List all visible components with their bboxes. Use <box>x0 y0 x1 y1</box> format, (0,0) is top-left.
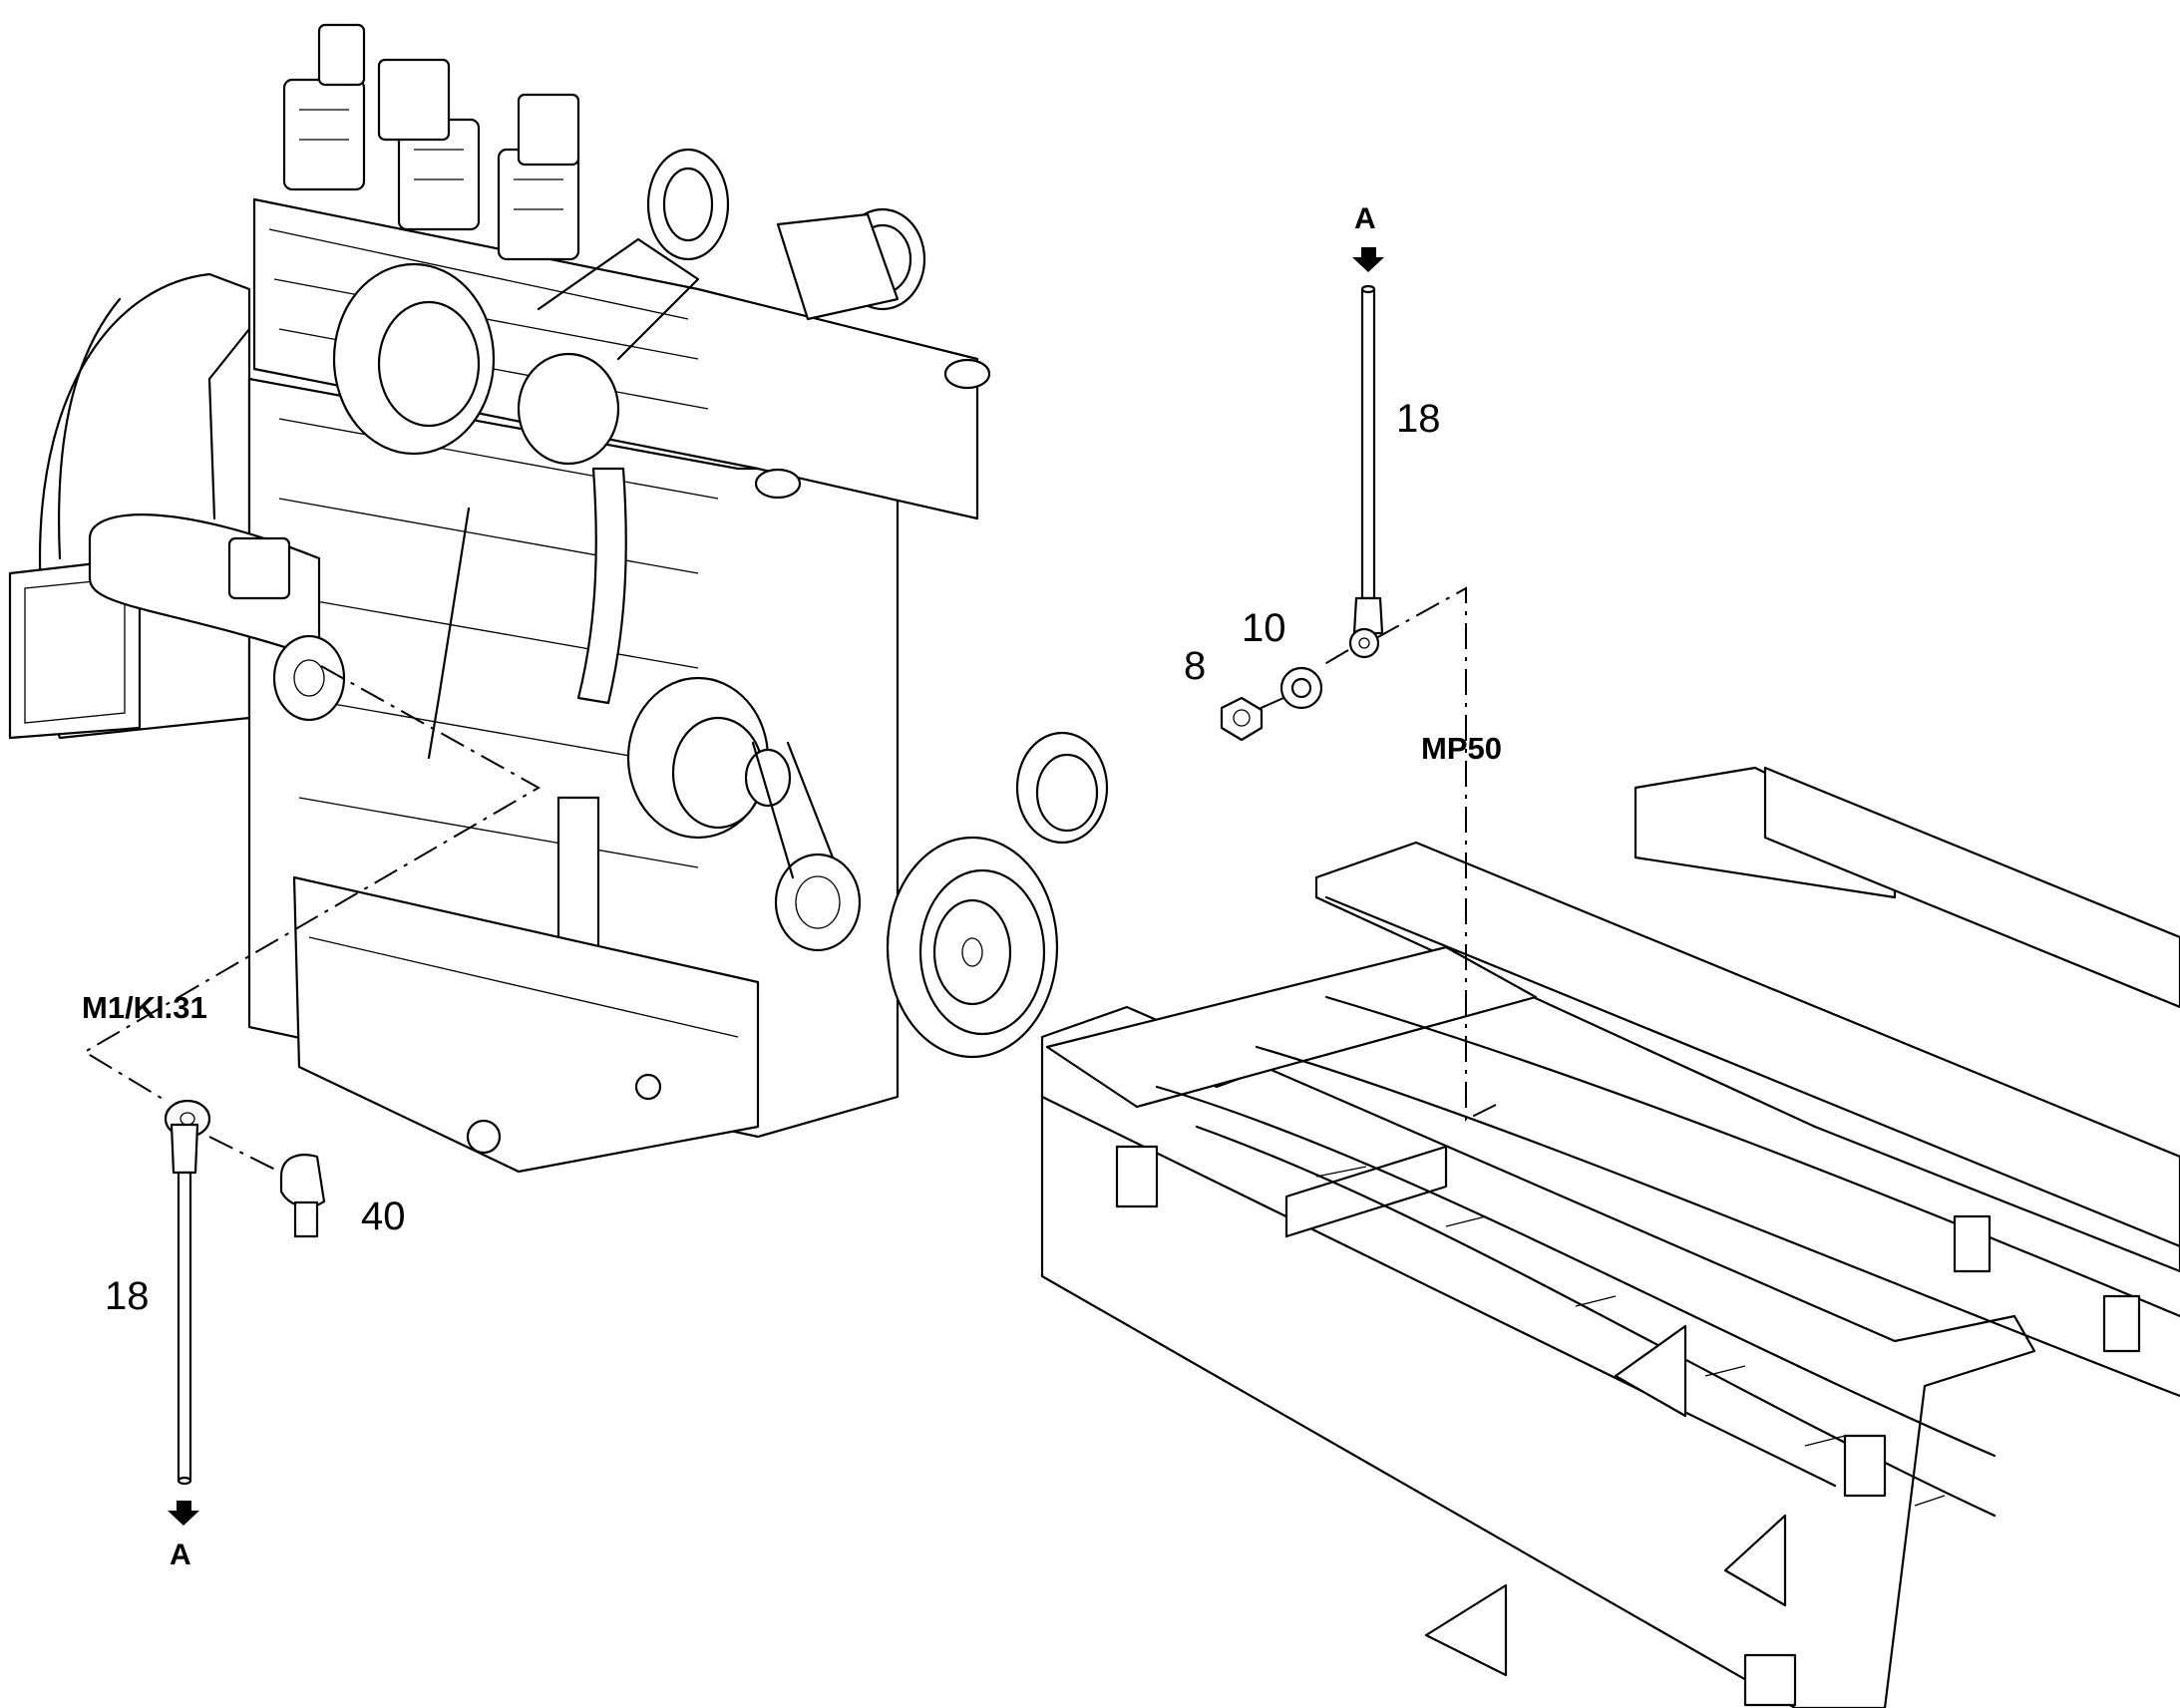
nut-8 <box>1220 696 1264 742</box>
arrow-a-top-label: A <box>1354 202 1376 235</box>
callout-8: 8 <box>1184 644 1207 688</box>
leader-mp50 <box>1375 586 1497 1122</box>
ref-m1-kl31: M1/Kl.31 <box>82 990 207 1025</box>
callout-18-bottom: 18 <box>105 1274 150 1318</box>
leader-cap-40 <box>208 1136 280 1173</box>
ref-mp50: MP50 <box>1421 731 1502 766</box>
leader-m1-kl31 <box>83 665 542 1103</box>
cap-40 <box>279 1154 326 1238</box>
cable-18-top <box>1348 284 1384 659</box>
arrow-a-top <box>1352 247 1384 272</box>
engine-assembly <box>8 23 1109 1174</box>
callout-18-top: 18 <box>1396 397 1441 441</box>
chassis-frame <box>1040 766 2180 1708</box>
cable-18-bottom <box>164 1099 211 1486</box>
washer-10 <box>1279 666 1323 710</box>
callout-10: 10 <box>1242 606 1286 650</box>
leader-nut-washer <box>1256 649 1349 711</box>
arrow-a-bottom <box>168 1501 199 1526</box>
callout-40: 40 <box>361 1195 406 1238</box>
arrow-a-bottom-label: A <box>170 1538 191 1571</box>
